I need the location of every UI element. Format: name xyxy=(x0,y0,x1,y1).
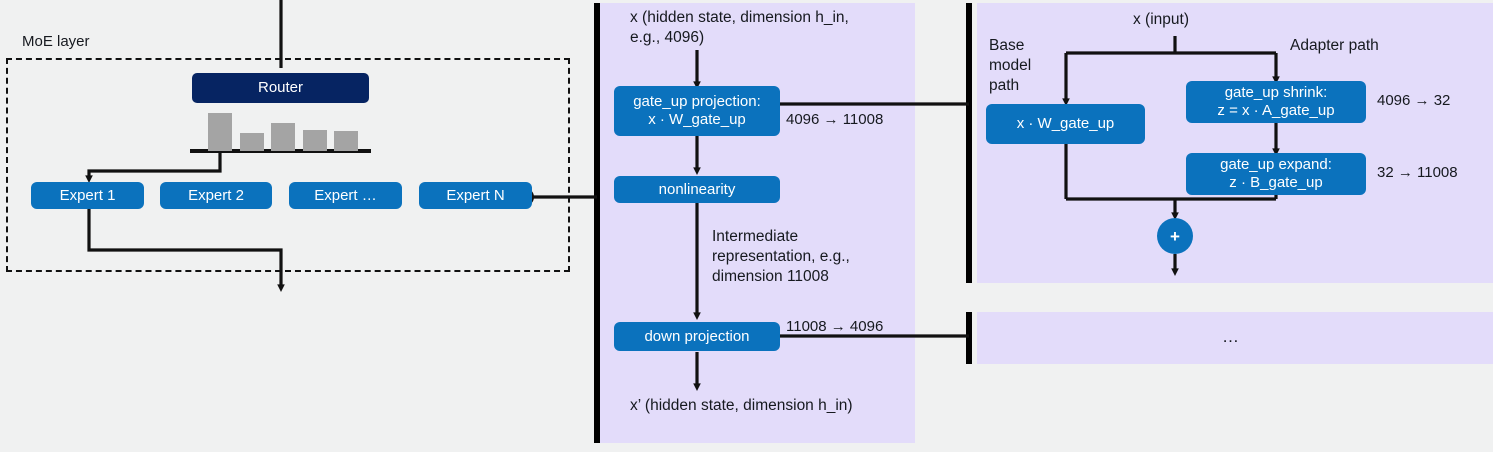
down-dims-label: 11008 → 4096 xyxy=(786,318,884,335)
router-weight-bar-0 xyxy=(208,113,232,151)
gate-up-shrink-dims-label: 4096 → 32 xyxy=(1377,92,1451,109)
base-model-node[interactable]: x · W_gate_up xyxy=(986,104,1145,144)
expert-input-label: x (hidden state, dimension h_in, e.g., 4… xyxy=(630,9,849,47)
gate-up-expand-dims-label: 32 → 11008 xyxy=(1377,164,1458,181)
gate-up-expand-node[interactable]: gate_up expand: z · B_gate_up xyxy=(1186,153,1366,195)
moe-layer-label: MoE layer xyxy=(22,33,90,50)
ellipsis-panel-connector-bar xyxy=(966,312,972,364)
router-node[interactable]: Router xyxy=(192,73,369,103)
expert-detail-panel xyxy=(594,3,915,443)
expert-node-ellipsis[interactable]: Expert … xyxy=(289,182,402,209)
nonlinearity-node[interactable]: nonlinearity xyxy=(614,176,780,203)
gate-up-shrink-node[interactable]: gate_up shrink: z = x · A_gate_up xyxy=(1186,81,1366,123)
adapter-panel-connector-bar xyxy=(966,3,972,283)
merge-add-node[interactable]: + xyxy=(1157,218,1193,254)
expert-panel-connector-bar xyxy=(594,3,600,443)
adapter-path-label: Adapter path xyxy=(1290,37,1379,54)
ellipsis-label: … xyxy=(1222,327,1241,346)
router-weight-bar-4 xyxy=(334,131,358,151)
base-model-path-label: Base model path xyxy=(989,37,1032,95)
expert-output-label: x’ (hidden state, dimension h_in) xyxy=(630,397,853,414)
router-weight-bar-1 xyxy=(240,133,264,151)
gate-up-dims-label: 4096 → 11008 xyxy=(786,111,884,128)
adapter-input-label: x (input) xyxy=(1133,11,1189,28)
router-weight-bar-2 xyxy=(271,123,295,151)
down-projection-node[interactable]: down projection xyxy=(614,322,780,351)
router-weight-bar-3 xyxy=(303,130,327,151)
expert-node-1[interactable]: Expert 1 xyxy=(31,182,144,209)
intermediate-representation-label: Intermediate representation, e.g., dimen… xyxy=(712,228,850,286)
moe-layer-box xyxy=(6,58,570,272)
ellipsis-panel xyxy=(977,312,1493,364)
expert-node-2[interactable]: Expert 2 xyxy=(160,182,272,209)
expert-node-n[interactable]: Expert N xyxy=(419,182,532,209)
gate-up-projection-node[interactable]: gate_up projection: x · W_gate_up xyxy=(614,86,780,136)
